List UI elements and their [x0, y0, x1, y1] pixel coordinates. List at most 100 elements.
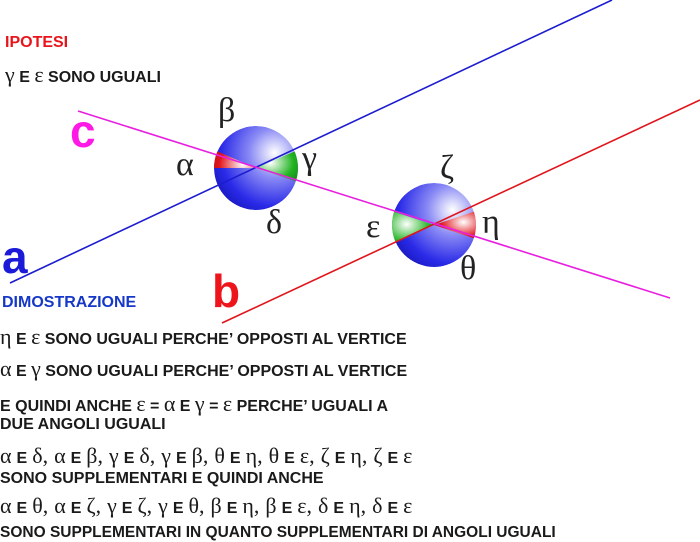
- conjunction: E: [387, 500, 399, 517]
- conjunction: E: [16, 500, 28, 517]
- conjunction: E: [70, 500, 82, 517]
- demo-line-1-text: SONO UGUALI PERCHE’ OPPOSTI AL VERTICE: [44, 331, 407, 348]
- line-a: [9, 0, 613, 284]
- demo-line-3-tail: PERCHE’ UGUALI A: [236, 398, 389, 415]
- greek-symbol: ε,: [299, 443, 315, 468]
- greek-symbol: ε: [403, 443, 413, 468]
- angle-label-epsilon: ε: [366, 208, 381, 245]
- conjunction: E: [123, 450, 135, 467]
- conjunction: E: [334, 450, 346, 467]
- greek-symbol: γ: [161, 443, 171, 468]
- demo-line-2-text: SONO UGUALI PERCHE’ OPPOSTI AL VERTICE: [45, 363, 408, 380]
- greek-symbol: α: [0, 356, 12, 381]
- demo-line-2: α E γ SONO UGUALI PERCHE’ OPPOSTI AL VER…: [0, 356, 407, 382]
- demonstration-title: DIMOSTRAZIONE: [2, 294, 137, 311]
- conjunction: E: [284, 450, 295, 467]
- greek-symbol: β,: [86, 443, 103, 468]
- demo-line-3: E QUINDI ANCHE ε = α E γ = ε PERCHE’ UGU…: [0, 391, 388, 417]
- greek-symbol: α: [54, 493, 66, 518]
- greek-symbol: η: [0, 324, 12, 349]
- greek-symbol: γ: [5, 62, 15, 87]
- conjunction: E: [15, 331, 27, 348]
- line-label-a: a: [2, 231, 28, 283]
- greek-symbol: ε: [222, 391, 233, 416]
- greek-symbol: ε: [31, 324, 41, 349]
- greek-symbol: γ: [107, 493, 117, 518]
- greek-symbol: γ: [158, 493, 168, 518]
- hypothesis-text: SONO UGUALI: [48, 69, 161, 86]
- angle-label-delta: δ: [266, 204, 283, 241]
- conjunction: E: [19, 69, 30, 86]
- demo-line-3-text: E QUINDI ANCHE: [0, 398, 132, 415]
- angle-eta-fill: [434, 211, 476, 239]
- greek-symbol: θ,: [32, 493, 49, 518]
- demo-line-1: η E ε SONO UGUALI PERCHE’ OPPOSTI AL VER…: [0, 324, 407, 350]
- greek-symbol: δ,: [139, 443, 156, 468]
- greek-symbol: ζ,: [86, 493, 102, 518]
- greek-symbol: ε: [34, 62, 44, 87]
- greek-symbol: α: [0, 443, 12, 468]
- conjunction: E: [387, 450, 399, 467]
- greek-symbol: γ: [31, 356, 41, 381]
- greek-symbol: θ,: [188, 493, 205, 518]
- demo-line-4: DUE ANGOLI UGUALI: [0, 416, 166, 433]
- conjunction: E: [16, 450, 28, 467]
- angle-label-beta: β: [218, 92, 236, 129]
- hypothesis-statement: γ E ε SONO UGUALI: [5, 62, 161, 88]
- conjunction: E: [15, 363, 27, 380]
- conjunction: E: [281, 500, 293, 517]
- line-label-b: b: [212, 265, 241, 317]
- hypothesis-title: IPOTESI: [5, 34, 69, 51]
- greek-symbol: ε,: [297, 493, 313, 518]
- greek-symbol: ζ,: [137, 493, 153, 518]
- conjunction: E: [226, 500, 238, 517]
- conjunction: E: [179, 398, 191, 415]
- equals-sign: =: [209, 398, 219, 415]
- greek-symbol: η,: [349, 493, 367, 518]
- greek-symbol: δ,: [32, 443, 49, 468]
- line-b: [221, 99, 700, 324]
- conjunction: E: [229, 450, 241, 467]
- conjunction: E: [172, 500, 184, 517]
- greek-symbol: β: [210, 493, 222, 518]
- greek-symbol: η,: [350, 443, 368, 468]
- angle-alpha-fill: [214, 150, 256, 186]
- conjunction: E: [121, 500, 133, 517]
- greek-symbol: γ: [194, 391, 205, 416]
- greek-symbol: γ: [108, 443, 119, 468]
- greek-symbol: θ: [214, 443, 225, 468]
- greek-symbol: δ: [372, 493, 383, 518]
- greek-symbol: α: [0, 493, 12, 518]
- intersection-ball-bc: [392, 183, 476, 267]
- greek-symbol: α: [54, 443, 66, 468]
- demo-line-8: SONO SUPPLEMENTARI IN QUANTO SUPPLEMENTA…: [0, 524, 556, 541]
- angle-label-eta: η: [482, 204, 500, 241]
- greek-symbol: ζ: [373, 443, 383, 468]
- greek-symbol: η,: [245, 443, 263, 468]
- greek-symbol: η,: [242, 493, 260, 518]
- line-label-c: c: [70, 105, 96, 157]
- greek-symbol: ζ: [320, 443, 330, 468]
- demo-line-6: SONO SUPPLEMENTARI E QUINDI ANCHE: [0, 470, 324, 487]
- conjunction: E: [176, 450, 187, 467]
- angle-label-gamma: γ: [302, 140, 318, 177]
- angle-epsilon-fill: [392, 211, 434, 244]
- angle-label-theta: θ: [460, 250, 477, 287]
- greek-symbol: β: [265, 493, 277, 518]
- conjunction: E: [333, 500, 345, 517]
- angle-label-alpha: α: [176, 146, 194, 183]
- line-c: [77, 110, 671, 299]
- greek-symbol: θ: [268, 443, 280, 468]
- greek-symbol: β,: [191, 443, 209, 468]
- greek-symbol: ε: [403, 493, 413, 518]
- conjunction: E: [70, 450, 82, 467]
- angle-label-zeta: ζ: [440, 149, 455, 186]
- equals-sign: =: [150, 398, 160, 415]
- greek-symbol: ε: [136, 391, 146, 416]
- angle-gamma-fill: [256, 150, 298, 182]
- greek-symbol: α: [163, 391, 176, 416]
